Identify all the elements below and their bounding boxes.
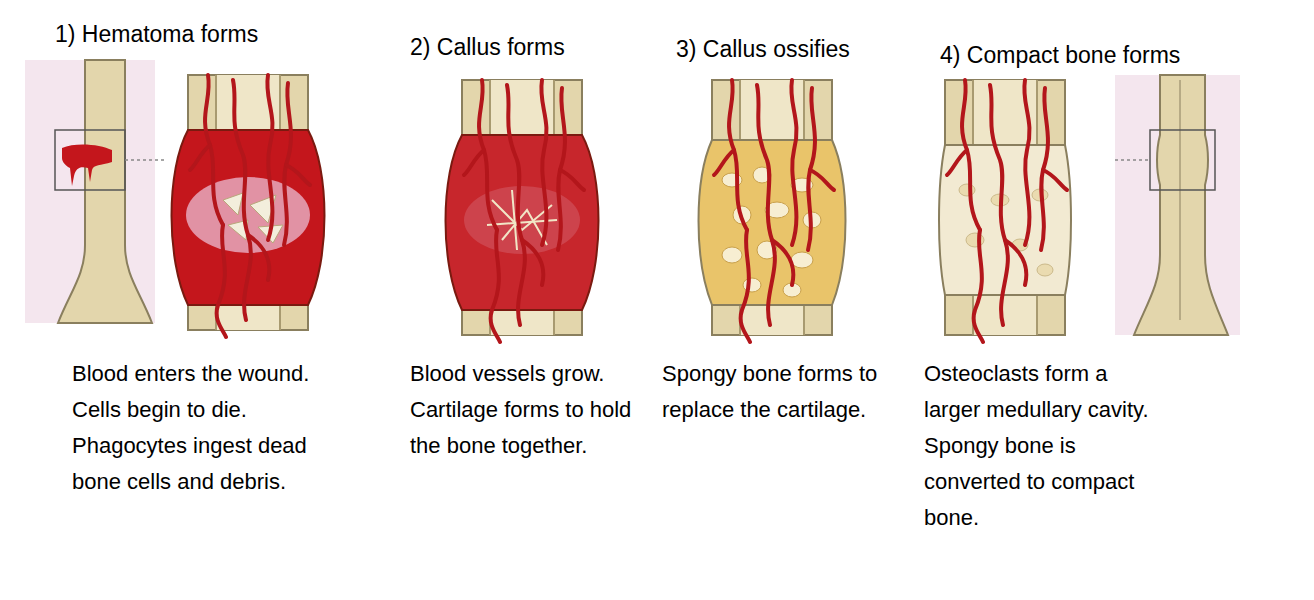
step-description: Osteoclasts form a larger medullary cavi… xyxy=(924,356,1156,536)
step-title: 4) Compact bone forms xyxy=(940,41,1180,69)
step-title: 3) Callus ossifies xyxy=(676,35,850,63)
step-description: Spongy bone forms to replace the cartila… xyxy=(662,356,884,428)
step-description: Blood enters the wound. Cells begin to d… xyxy=(72,356,312,500)
step-title: 1) Hematoma forms xyxy=(55,20,258,48)
step-title: 2) Callus forms xyxy=(410,33,565,61)
step-description: Blood vessels grow. Cartilage forms to h… xyxy=(410,356,642,464)
